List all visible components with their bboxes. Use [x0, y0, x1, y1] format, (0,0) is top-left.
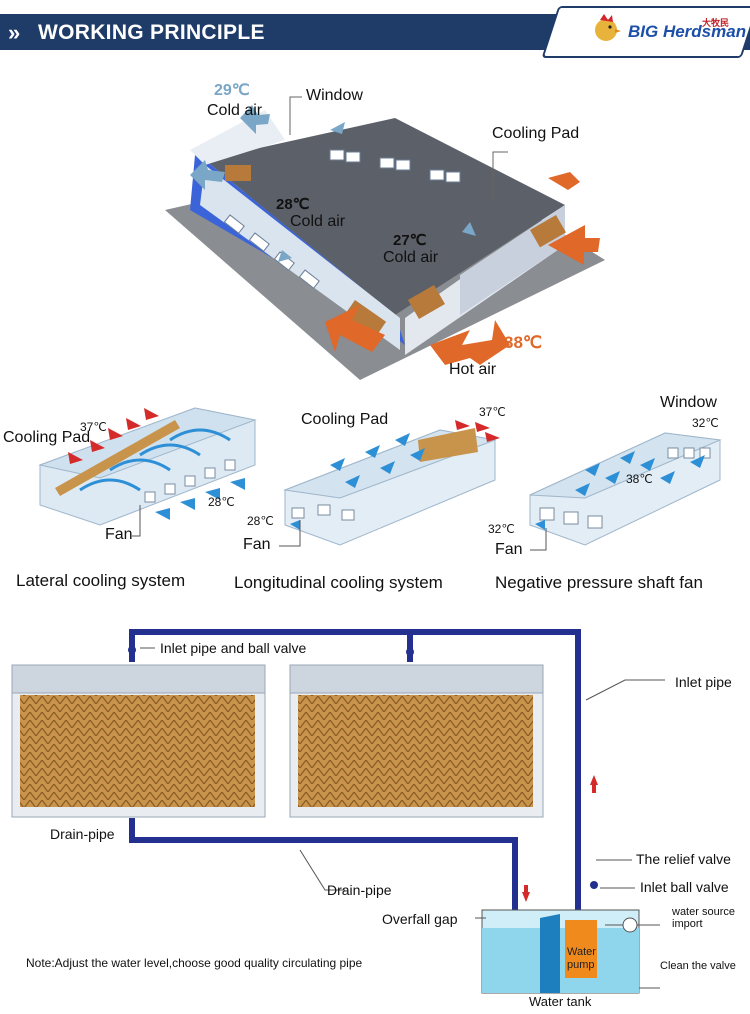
negative-temp-a: 32℃: [692, 416, 719, 430]
drain-pipe-left-label: Drain-pipe: [50, 826, 115, 842]
temp-left: 29℃: [214, 82, 250, 99]
window-label: Window: [306, 87, 363, 104]
longitudinal-pad-label: Cooling Pad: [301, 411, 389, 428]
longitudinal-fan-label: Fan: [243, 536, 271, 553]
note-text: Note:Adjust the water level,choose good …: [26, 956, 363, 970]
water-tank-label: Water tank: [529, 994, 592, 1009]
chevron-icon: »: [8, 20, 21, 45]
cooling-pad-label: Cooling Pad: [492, 125, 580, 142]
negative-fan-label: Fan: [495, 541, 523, 558]
longitudinal-caption: Longitudinal cooling system: [234, 573, 443, 592]
water-source-import-label: water source import: [672, 906, 735, 930]
rooster-icon: [595, 14, 621, 41]
longitudinal-temp-b: 28℃: [247, 514, 274, 528]
negative-pressure-house: [529, 432, 722, 551]
inlet-ball-valve-label: Inlet ball valve: [640, 879, 729, 895]
lateral-fan-label: Fan: [105, 526, 133, 543]
lateral-pad-label: Cooling Pad: [3, 429, 91, 446]
overfall-gap-label: Overfall gap: [382, 911, 458, 927]
page-title: WORKING PRINCIPLE: [38, 21, 265, 44]
logo-brand: BIG Herdsman: [628, 22, 747, 41]
temp-right: 27℃: [393, 232, 427, 249]
longitudinal-house: [279, 420, 500, 547]
lateral-caption: Lateral cooling system: [16, 571, 186, 590]
relief-valve-label: The relief valve: [636, 851, 731, 867]
longitudinal-temp-a: 37℃: [479, 405, 506, 419]
inlet-pipe-ball-valve-label: Inlet pipe and ball valve: [160, 640, 307, 656]
lateral-house: [38, 407, 257, 537]
header: » WORKING PRINCIPLE BIG Herdsman 大牧民: [0, 0, 750, 62]
temp-mid: 28℃: [276, 196, 310, 213]
inlet-pipe-label: Inlet pipe: [675, 674, 732, 690]
hot-air-label: Hot air: [449, 361, 497, 378]
cold-air-mid-label: Cold air: [290, 213, 346, 230]
logo-cn: 大牧民: [702, 18, 730, 28]
clean-valve-label: Clean the valve: [660, 960, 736, 972]
lateral-temp-a: 37℃: [80, 420, 107, 434]
cold-air-right-label: Cold air: [383, 249, 439, 266]
negative-temp-c: 32℃: [488, 522, 515, 536]
cold-air-left-label: Cold air: [207, 102, 263, 119]
cooling-pad-right: [289, 664, 544, 818]
water-pump-label: Water pump: [567, 946, 596, 971]
negative-temp-b: 38℃: [626, 472, 653, 486]
temp-hot: 38℃: [504, 333, 543, 352]
lateral-temp-b: 28℃: [208, 495, 235, 509]
drain-pipe-mid-label: Drain-pipe: [327, 882, 392, 898]
negative-window-label: Window: [660, 394, 717, 411]
negative-caption: Negative pressure shaft fan: [495, 573, 703, 592]
cooling-pad-left: [11, 664, 266, 818]
